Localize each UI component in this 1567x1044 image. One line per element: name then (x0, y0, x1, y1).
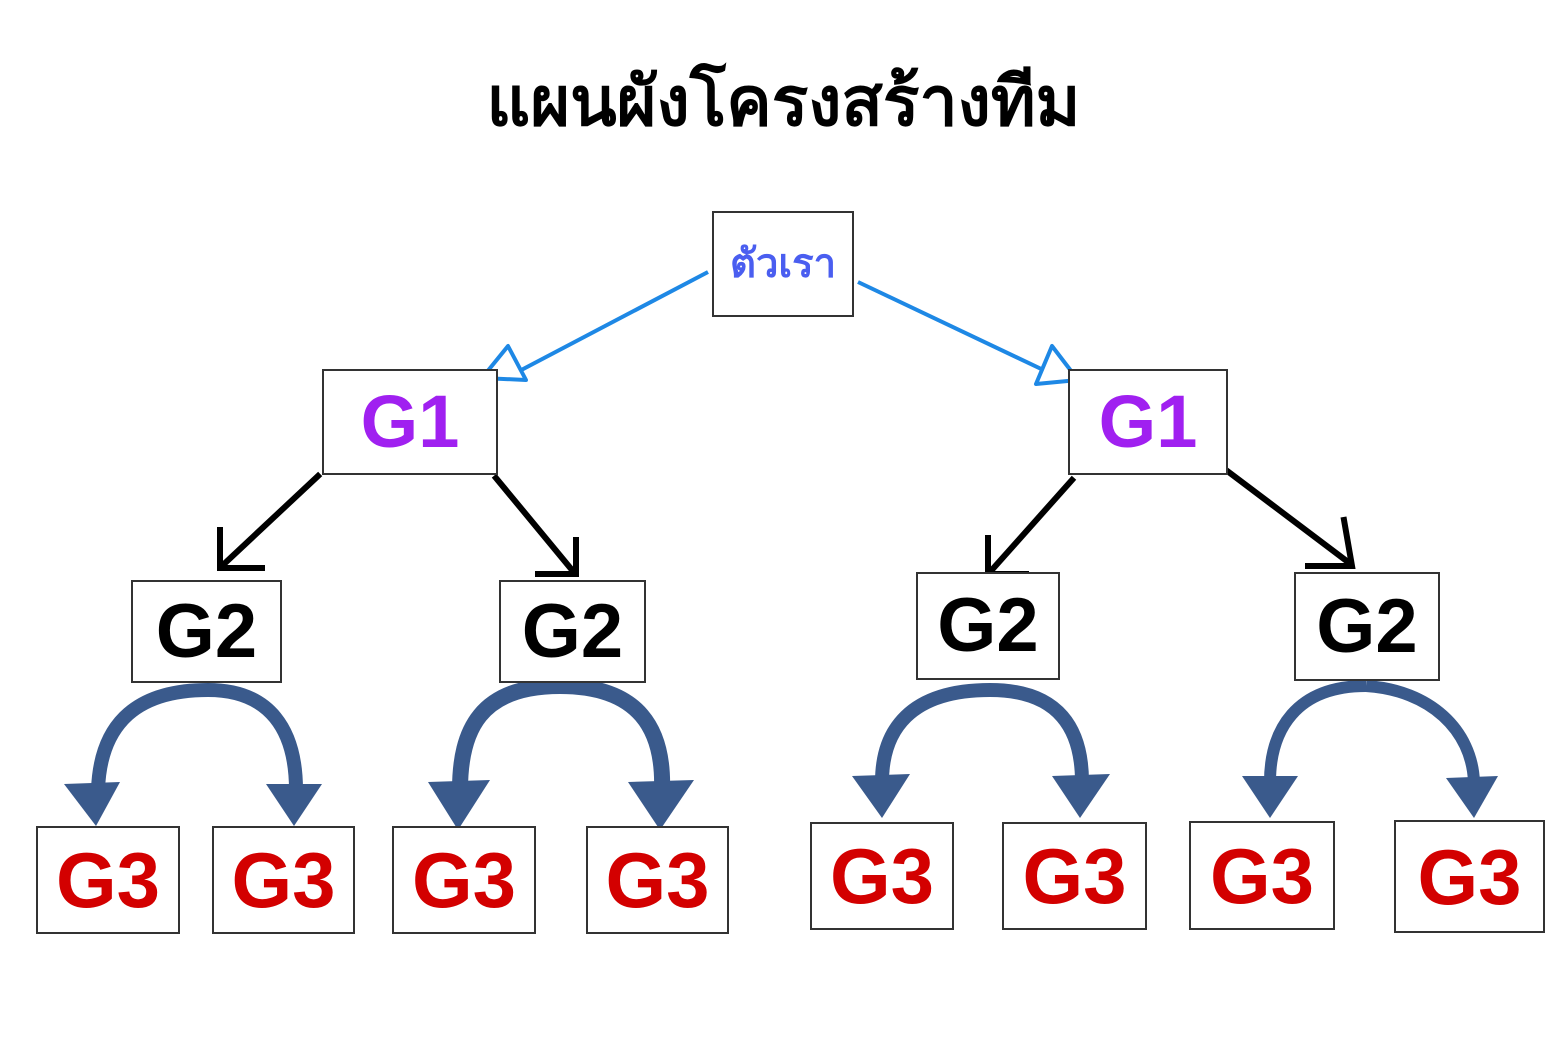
g2-node: G2 (131, 580, 282, 683)
g3-node: G3 (392, 826, 536, 934)
g2-label: G2 (521, 588, 624, 674)
root-label: ตัวเรา (729, 241, 837, 287)
root-node: ตัวเรา (712, 211, 854, 317)
g2-node: G2 (1294, 572, 1440, 681)
g2-label: G2 (1316, 583, 1418, 669)
g2-3-to-g3-curved-arrows (852, 683, 1110, 818)
g2-label: G2 (937, 583, 1039, 668)
g3-node: G3 (36, 826, 180, 934)
g3-node: G3 (1189, 821, 1335, 930)
g3-label: G3 (829, 832, 935, 920)
g1-left-to-g2-2-arrow (491, 473, 579, 577)
g2-node: G2 (499, 580, 646, 683)
g3-label: G3 (605, 836, 710, 924)
g3-label: G3 (1022, 832, 1127, 920)
g2-4-to-g3-curved-arrows (1242, 680, 1498, 818)
g3-node: G3 (810, 822, 954, 930)
g1-node-right: G1 (1068, 369, 1228, 475)
g3-label: G3 (1209, 831, 1315, 920)
g2-1-to-g3-curved-arrows (64, 683, 322, 826)
g3-node: G3 (1394, 820, 1545, 933)
g3-label: G3 (231, 836, 336, 924)
g3-label: G3 (1417, 832, 1522, 921)
g2-2-to-g3-curved-arrows (428, 678, 694, 830)
g1-node-left: G1 (322, 369, 498, 475)
g3-node: G3 (1002, 822, 1147, 930)
g2-label: G2 (155, 588, 258, 674)
diagram-title: แผนผังโครงสร้างทีม (486, 63, 1081, 142)
g3-label: G3 (411, 836, 517, 924)
g1-right-to-g2-3-arrow (985, 475, 1077, 577)
g1-label: G1 (360, 380, 460, 463)
g1-right-to-g2-4-arrow (1221, 465, 1356, 569)
g1-left-to-g2-1-arrow (217, 471, 323, 571)
root-to-g1-right-arrow (857, 280, 1080, 386)
g2-node: G2 (916, 572, 1060, 680)
g3-node: G3 (586, 826, 729, 934)
root-to-g1-left-arrow (480, 270, 709, 382)
g3-label: G3 (55, 836, 161, 924)
g1-label: G1 (1098, 380, 1198, 463)
g3-node: G3 (212, 826, 355, 934)
